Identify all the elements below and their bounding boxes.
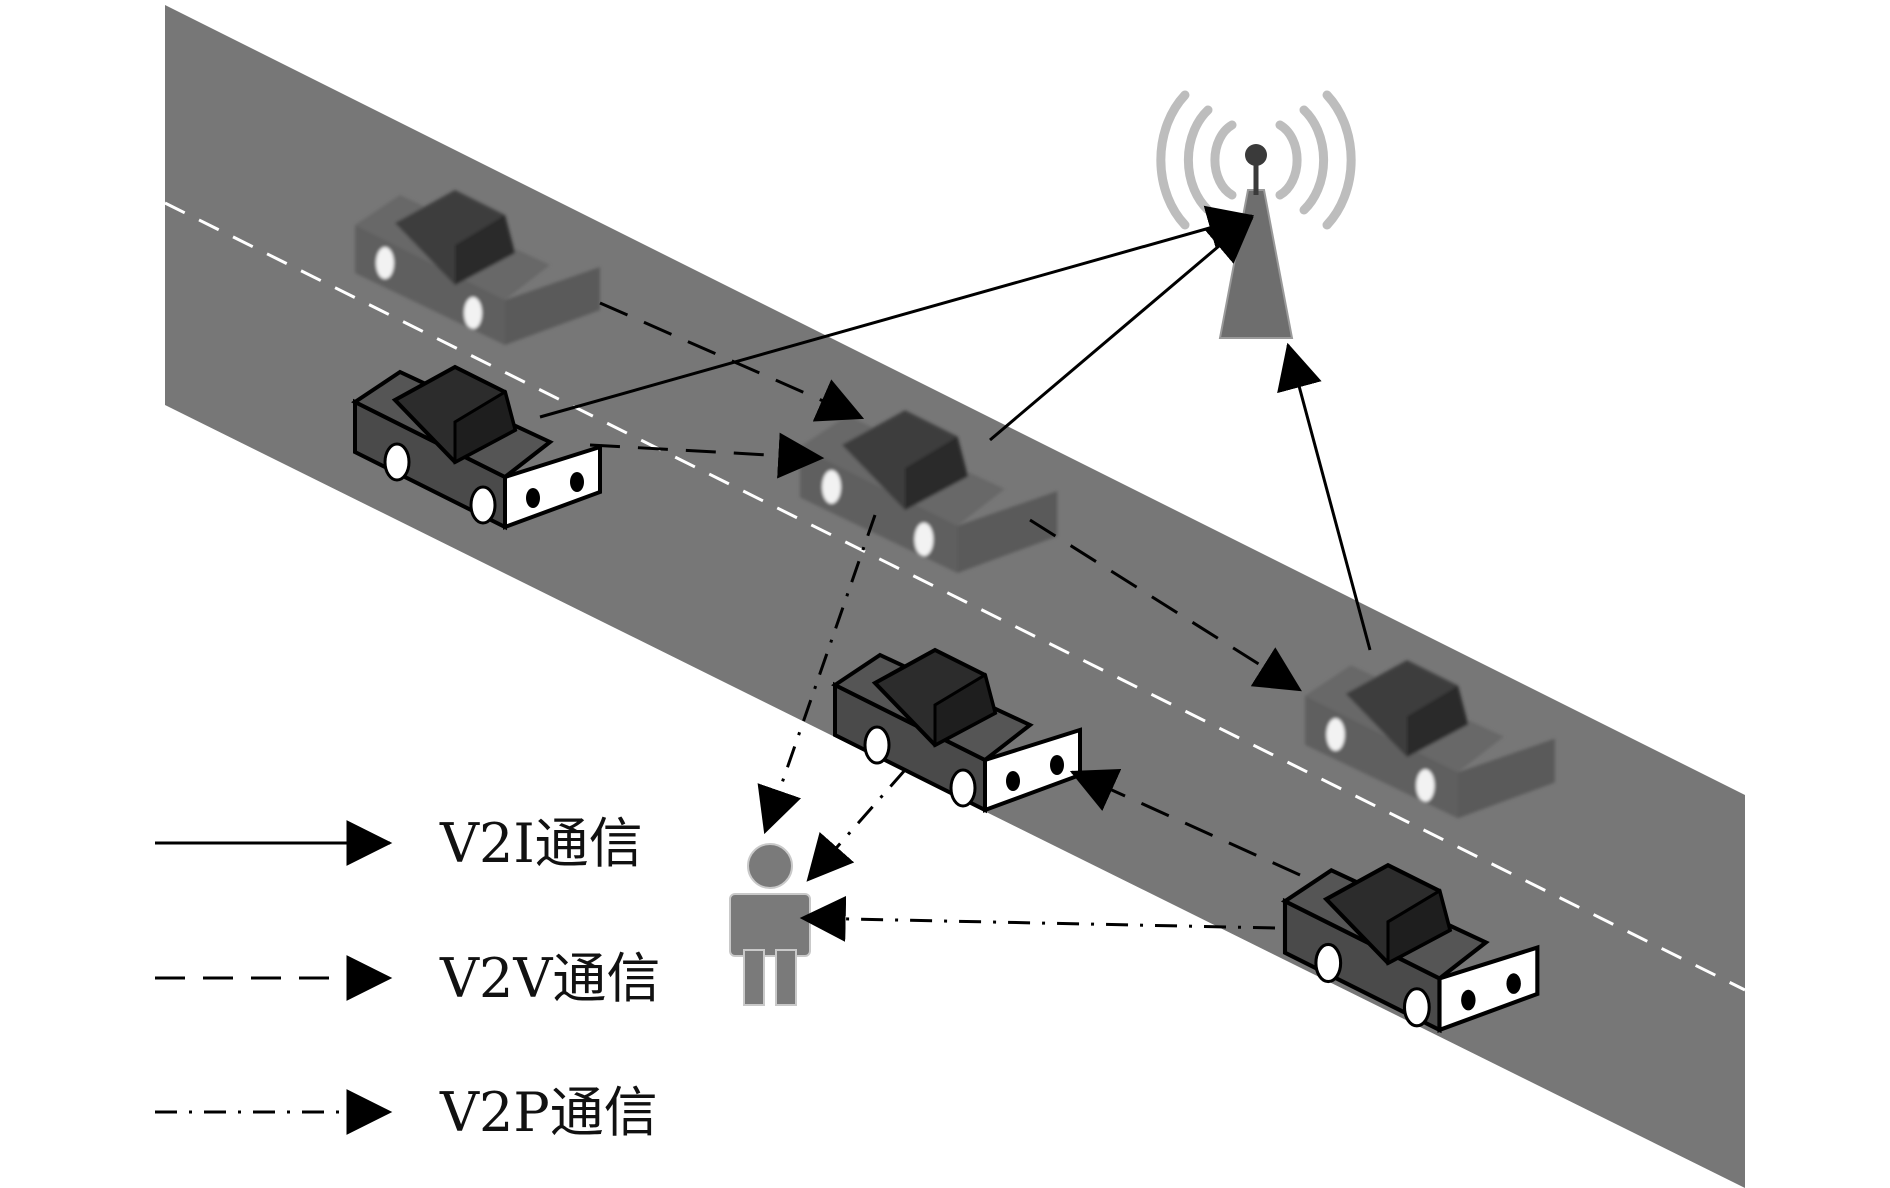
legend-item-v2p: V2P通信 <box>155 1081 658 1144</box>
legend-v2v-label: V2V通信 <box>439 947 660 1010</box>
legend-v2p-label: V2P通信 <box>439 1081 658 1144</box>
pedestrian-icon <box>729 843 811 1006</box>
v2i-arrows <box>539 205 1372 651</box>
signal-waves-icon <box>1156 90 1356 230</box>
legend: V2I通信 V2V通信 V2P通信 <box>155 812 660 1144</box>
cell-tower-icon <box>1156 90 1356 339</box>
v2p-arrows <box>757 514 1276 942</box>
legend-v2i-label: V2I通信 <box>439 812 643 875</box>
lane-marking <box>164 201 1746 992</box>
legend-item-v2v: V2V通信 <box>155 947 660 1010</box>
v2v-arrows <box>589 301 1302 877</box>
legend-item-v2i: V2I通信 <box>155 812 643 875</box>
